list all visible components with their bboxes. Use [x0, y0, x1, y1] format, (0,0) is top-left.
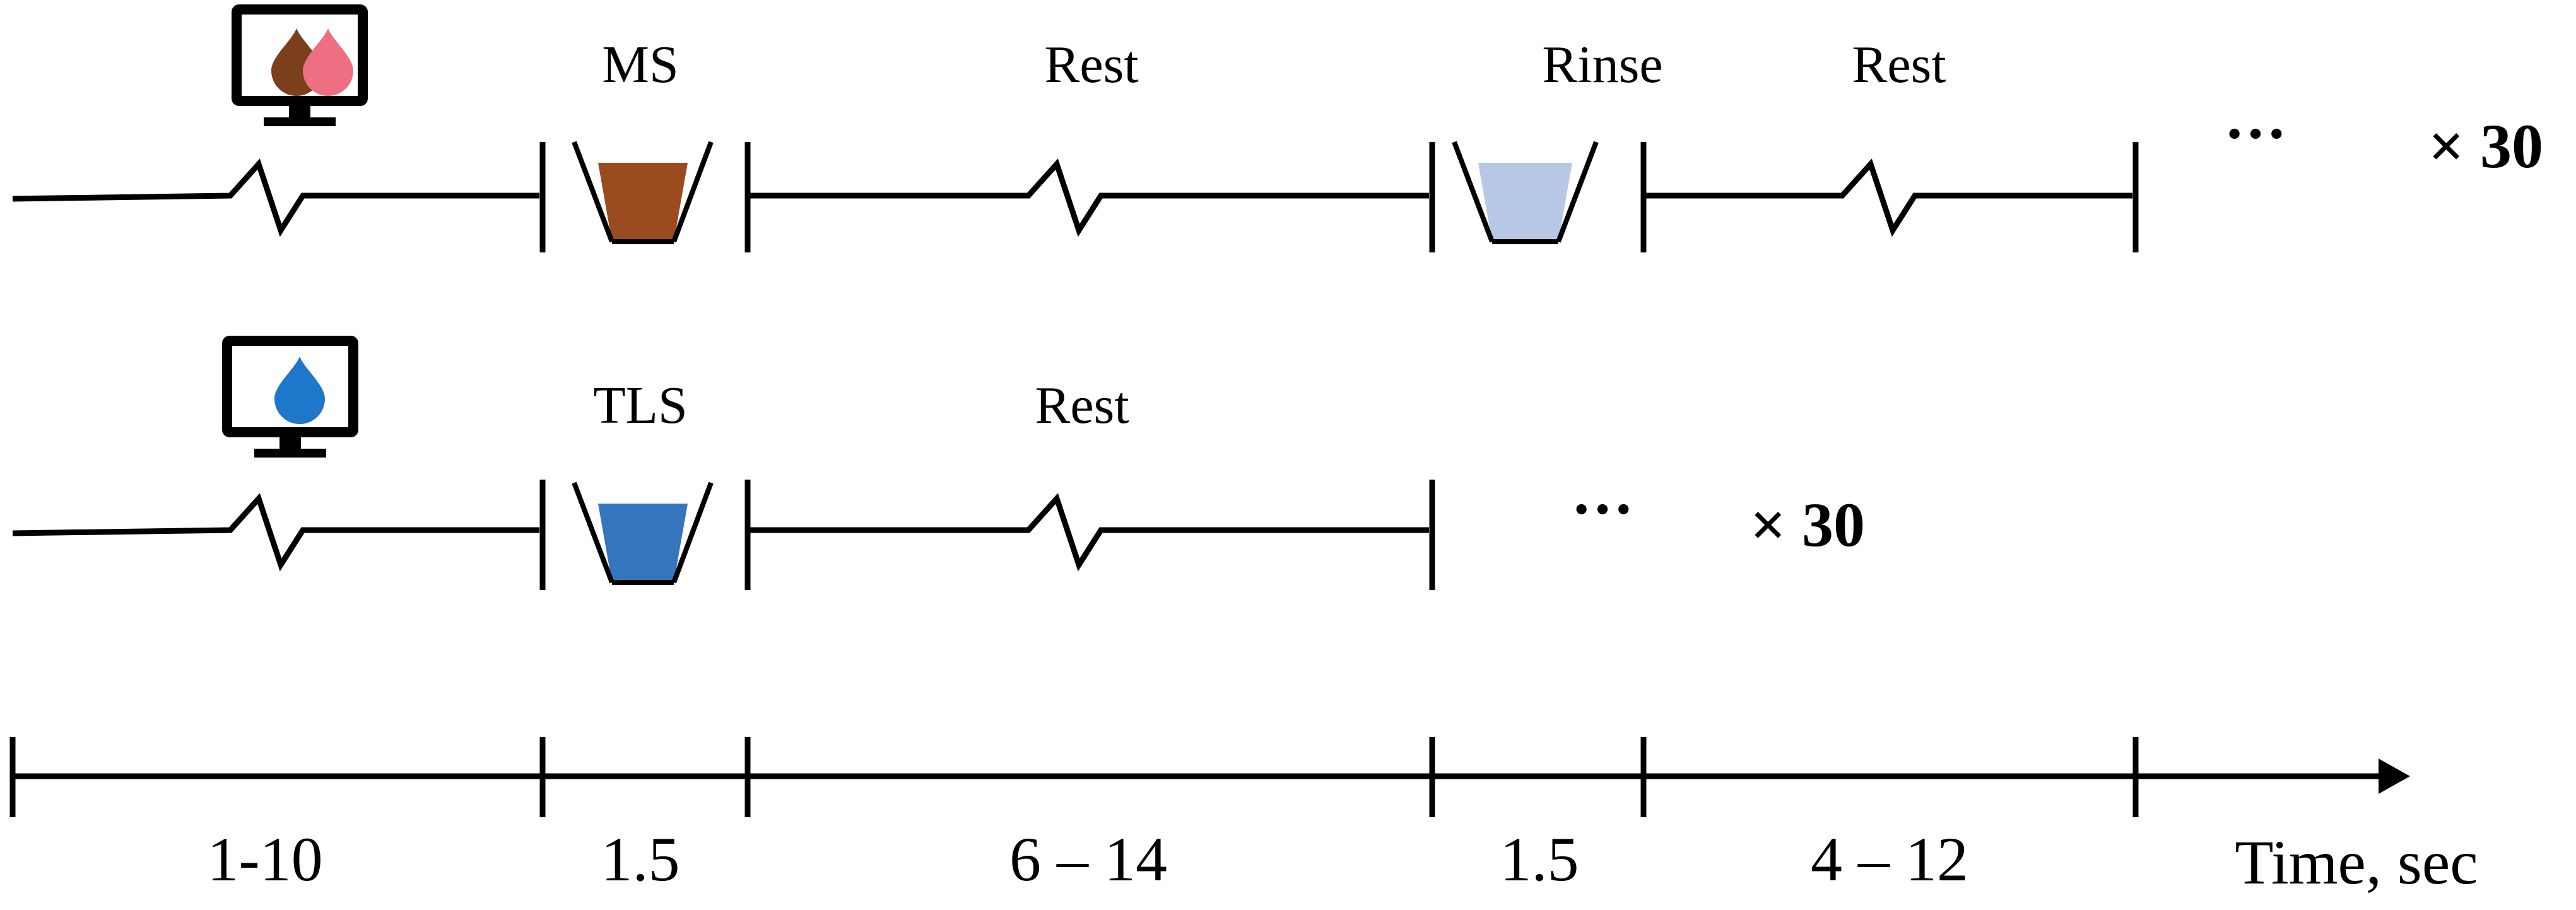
duration-label-4: 1.5	[1500, 824, 1579, 894]
duration-label-3: 6 – 14	[1009, 824, 1167, 894]
blue-drop-icon	[274, 357, 325, 424]
repeat-count-1: × 30	[2428, 111, 2543, 181]
duration-label-1: 1-10	[207, 824, 322, 894]
rest-label-1: Rest	[1044, 35, 1138, 94]
rest-label-2: Rest	[1852, 35, 1946, 94]
rest-label-3: Rest	[1035, 376, 1129, 435]
continuation-dots-2: ···	[1571, 474, 1634, 544]
axis-arrowhead	[2379, 759, 2410, 794]
taste-label-ms: MS	[602, 35, 678, 94]
pink-drop-icon	[303, 28, 353, 96]
time-axis: 1-10 1.5 6 – 14 1.5 4 – 12 Time, sec	[9, 737, 2478, 897]
continuation-dots-1: ···	[2224, 98, 2287, 168]
ms-cup-icon	[572, 141, 714, 244]
repeat-count-2: × 30	[1750, 490, 1865, 560]
trial-tls-timeline	[12, 480, 1435, 590]
axis-label: Time, sec	[2235, 827, 2478, 897]
trial-ms-timeline	[12, 142, 2139, 252]
monitor-blue-drop-icon	[222, 336, 358, 458]
rinse-label: Rinse	[1542, 35, 1662, 94]
trial-ms-row: MS Rest Rinse Rest ···	[12, 4, 2543, 252]
rinse-cup-icon	[1452, 141, 1599, 244]
tls-cup-icon	[572, 482, 714, 585]
monitor-two-drops-icon	[232, 4, 368, 126]
trial-tls-row: TLS Rest ··· × 30	[12, 336, 1865, 590]
duration-label-5: 4 – 12	[1811, 824, 1968, 894]
duration-label-2: 1.5	[601, 824, 680, 894]
taste-label-tls: TLS	[593, 376, 687, 435]
